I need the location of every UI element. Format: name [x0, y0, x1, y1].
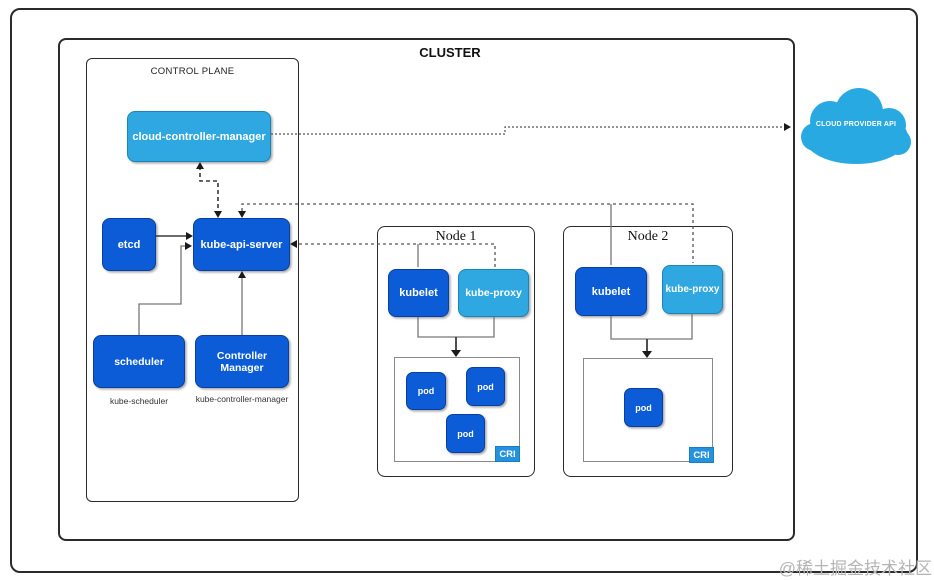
etcd-label: etcd: [117, 238, 141, 251]
etcd-box: etcd: [102, 218, 156, 271]
node2-pod1-box: pod: [624, 388, 663, 427]
node1-kube-proxy-label: kube-proxy: [465, 287, 522, 299]
controller-manager-box: Controller Manager: [195, 335, 289, 388]
cloud-controller-manager-label: cloud-controller-manager: [132, 130, 266, 143]
node1-title: Node 1: [435, 229, 477, 244]
scheduler-box: scheduler: [93, 335, 185, 388]
node2-kube-proxy-box: kube-proxy: [662, 265, 723, 314]
control-plane-boundary: [86, 58, 299, 502]
cluster-title: CLUSTER: [419, 45, 481, 60]
outer-frame: [10, 8, 918, 573]
cloud-provider-api: CLOUD PROVIDER API: [797, 85, 915, 173]
cloud-controller-manager-box: cloud-controller-manager: [127, 111, 271, 162]
kube-api-server-label: kube-api-server: [200, 238, 283, 251]
cloud-icon: [801, 88, 911, 164]
control-plane-title: CONTROL PLANE: [150, 66, 235, 77]
node1-pod2-label: pod: [477, 381, 494, 392]
watermark: @稀土掘金技术社区: [778, 559, 932, 578]
node2-title: Node 2: [627, 229, 669, 244]
cloud-provider-api-label: CLOUD PROVIDER API: [815, 121, 897, 128]
node1-pod2-box: pod: [466, 367, 505, 406]
node2-kube-proxy-label: kube-proxy: [665, 284, 720, 295]
scheduler-label: scheduler: [114, 355, 164, 368]
node1-cri-badge: CRI: [495, 446, 520, 462]
node1-pod1-box: pod: [406, 372, 446, 410]
node2-cri-badge: CRI: [689, 447, 714, 463]
node1-pod1-label: pod: [417, 386, 435, 396]
scheduler-caption: kube-scheduler: [109, 396, 169, 406]
node1-kube-proxy-box: kube-proxy: [458, 269, 529, 317]
node2-pod1-label: pod: [635, 402, 652, 413]
node2-kubelet-box: kubelet: [575, 267, 647, 316]
node1-pod3-box: pod: [446, 414, 485, 453]
node1-pod3-label: pod: [457, 428, 474, 439]
kube-api-server-box: kube-api-server: [193, 218, 290, 271]
node2-kubelet-label: kubelet: [591, 285, 631, 298]
controller-manager-caption: kube-controller-manager: [195, 394, 289, 404]
cluster-boundary: [58, 38, 795, 541]
node1-kubelet-label: kubelet: [399, 287, 438, 299]
controller-manager-label: Controller Manager: [216, 349, 268, 374]
node1-kubelet-box: kubelet: [388, 269, 449, 317]
